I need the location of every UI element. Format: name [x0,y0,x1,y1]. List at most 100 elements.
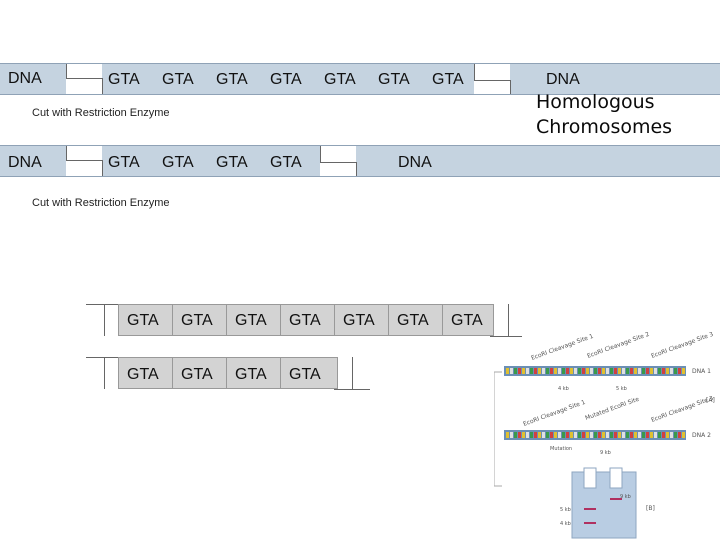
inset-sequence-segment [622,368,625,374]
inset-sequence-segment [526,368,529,374]
inset-sequence-segment [606,368,609,374]
strand-1-cut-edge [66,78,102,79]
inset-sequence-segment [654,432,657,438]
inset-sequence-segment [658,432,661,438]
gel-4kb-label: 4 kb [560,521,571,527]
inset-sequence-segment [630,432,633,438]
inset-sequence-segment [622,432,625,438]
strand-1-gta-5: GTA [324,71,356,88]
cut-label-2: Cut with Restriction Enzyme [32,197,170,209]
inset-sequence-segment [590,368,593,374]
inset-sequence-segment [506,368,509,374]
fragment-cell-divider [280,304,281,335]
inset-sequence-segment [646,432,649,438]
inset-sequence-segment [530,432,533,438]
strand-1-cut-edge [510,80,511,94]
inset-dna-2-segments [506,432,685,438]
ecori-cleavage-inset: EcoRI Cleavage Site 1 EcoRI Cleavage Sit… [494,331,715,539]
inset-sequence-segment [558,368,561,374]
inset-sequence-segment [578,432,581,438]
fragment-2-gta-1: GTA [127,366,159,383]
inset-sequence-segment [682,368,685,374]
fragment-2-left-edge [104,357,105,389]
strand-1-cut-edge [474,64,475,80]
inset-sequence-segment [670,368,673,374]
fragment-cell-divider [280,357,281,388]
inset-sequence-segment [650,432,653,438]
inset-sequence-segment [574,432,577,438]
inset-sequence-segment [610,432,613,438]
inset-sequence-segment [666,368,669,374]
strand-2-gta-1: GTA [108,154,140,171]
inset-sequence-segment [538,368,541,374]
inset-site-1-label: EcoRI Cleavage Site 1 [530,333,594,362]
inset-sequence-segment [602,432,605,438]
inset-sequence-segment [570,368,573,374]
inset-sequence-segment [642,368,645,374]
inset-sequence-segment [682,432,685,438]
inset-sequence-segment [518,432,521,438]
inset-sequence-segment [626,368,629,374]
strand-2-left-dna-label: DNA [8,154,42,171]
strand-2-gta-2: GTA [162,154,194,171]
strand-1-gta-1: GTA [108,71,140,88]
inset-sequence-segment [626,432,629,438]
inset-sequence-segment [562,368,565,374]
inset-sequence-segment [554,368,557,374]
inset-sequence-segment [538,432,541,438]
fragment-2-top-tail [86,357,120,358]
strand-2-cut-edge [66,160,102,161]
inset-sequence-segment [674,432,677,438]
strand-2-gta-3: GTA [216,154,248,171]
strand-1-cut-edge [102,78,103,94]
inset-sequence-segment [530,368,533,374]
inset-sequence-segment [514,368,517,374]
fragment-2-gta-3: GTA [235,366,267,383]
inset-sequence-segment [566,432,569,438]
inset-sequence-segment [594,368,597,374]
inset-sequence-segment [638,432,641,438]
inset-sequence-segment [578,368,581,374]
inset-sequence-segment [574,368,577,374]
gel-well-1 [583,467,597,489]
strand-1-left-dna-label: DNA [8,70,42,87]
inset-sequence-segment [598,368,601,374]
strand-1-gta-2: GTA [162,71,194,88]
fragment-cell-divider [172,304,173,335]
inset-sequence-segment [630,368,633,374]
inset-sequence-segment [562,432,565,438]
inset-sequence-segment [534,432,537,438]
fragment-1-gta-6: GTA [397,312,429,329]
inset-sequence-segment [566,368,569,374]
fragment-cell-divider [226,357,227,388]
inset-sequence-segment [582,368,585,374]
inset-sequence-segment [514,432,517,438]
strand-1-gta-4: GTA [270,71,302,88]
strand-2-cut-gap-right [320,146,356,176]
inset-site-3-label: EcoRI Cleavage Site 3 [650,331,714,360]
inset-sequence-segment [594,432,597,438]
inset-sequence-segment [674,368,677,374]
gel-band-9kb [610,498,622,500]
inset-site-3b-label: EcoRI Cleavage Site 3 [650,395,714,424]
inset-sequence-segment [610,368,613,374]
strand-1-cut-gap-right [474,64,510,94]
inset-sequence-segment [586,368,589,374]
cut-label-1: Cut with Restriction Enzyme [32,107,170,119]
inset-dna-1-label: DNA 1 [692,368,711,375]
inset-sequence-segment [510,432,513,438]
inset-sequence-segment [666,432,669,438]
inset-sequence-segment [634,368,637,374]
strand-2-cut-edge [320,162,356,163]
inset-sequence-segment [650,368,653,374]
strand-1-cut-edge [474,80,510,81]
inset-sequence-segment [522,368,525,374]
inset-sequence-segment [678,432,681,438]
strand-1-cut-gap-left [66,64,102,94]
strand-2-cut-edge [102,160,103,176]
fragment-2-right-edge [352,357,353,389]
inset-sequence-segment [570,432,573,438]
strand-1-right-dna-label: DNA [546,71,580,88]
inset-9kb-label: 9 kb [600,450,611,456]
inset-sequence-segment [642,432,645,438]
